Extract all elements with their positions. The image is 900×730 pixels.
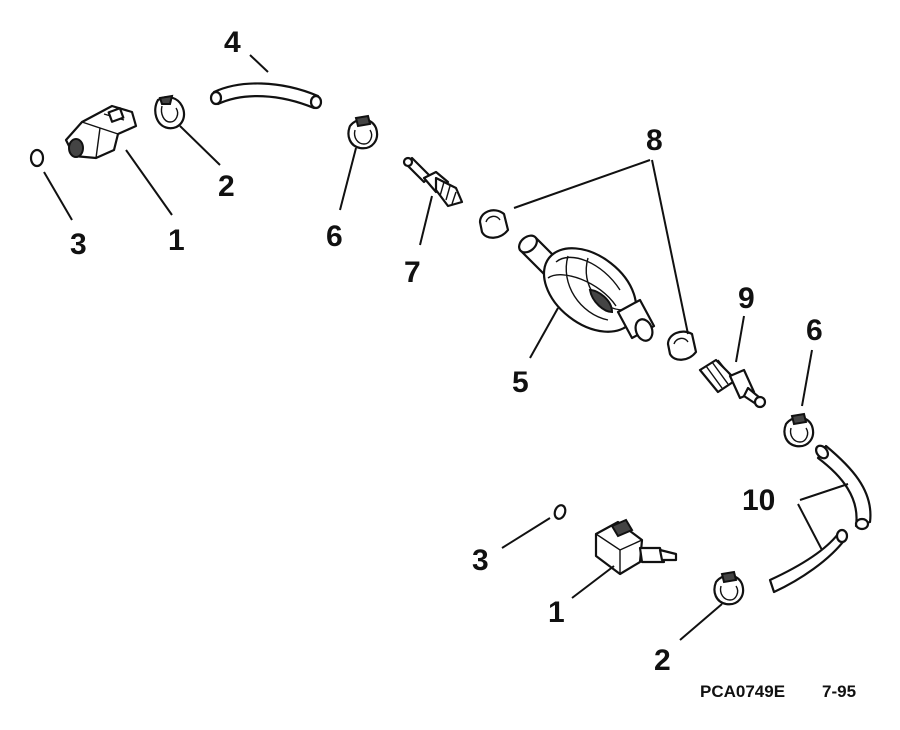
leader-line-1-upper [125,149,173,216]
leader-line-2-lower [679,603,723,641]
callout-6-upper: 6 [326,220,343,253]
hose-clamp-part-6-upper [347,114,379,150]
leader-line-3-upper [43,171,73,221]
callout-6-right: 6 [806,314,823,347]
o-ring-part-lower [553,504,567,520]
callout-1-lower: 1 [548,596,565,629]
leader-line-4 [249,54,269,73]
fuel-hose-part-right [768,444,872,594]
clip-part-lower [666,330,698,361]
leader-line-2-upper [179,125,221,166]
o-ring-part-upper [29,148,45,168]
callout-5: 5 [512,366,529,399]
callout-4: 4 [224,26,241,59]
callout-2-upper: 2 [218,170,235,203]
leader-line-8-a [513,159,651,209]
leader-line-6-right [801,349,813,407]
leader-line-1-lower [571,565,615,599]
callout-1-upper: 1 [168,224,185,257]
leader-line-6-upper [339,147,357,211]
leader-line-10-a [799,483,849,501]
diagram-date: 7-95 [822,682,856,701]
leader-line-3-lower [501,517,551,549]
leader-line-8-b [651,159,689,335]
callout-9: 9 [738,282,755,315]
hose-clamp-part-6-right [783,412,815,448]
leader-line-9 [735,315,745,363]
callout-3-upper: 3 [70,228,87,261]
callout-3-lower: 3 [472,544,489,577]
check-valve-part [402,156,464,208]
callout-8: 8 [646,124,663,157]
leader-line-5 [529,307,559,359]
callout-2-lower: 2 [654,644,671,677]
hose-clamp-part-upper [154,94,186,130]
hose-clamp-part-lower [713,570,745,606]
clip-part-upper [478,209,510,239]
leader-line-10-b [797,503,823,551]
connector-part-lower [594,518,678,576]
connector-part-upper [64,104,138,160]
hose-barb-fitting-part [698,358,767,409]
callout-7: 7 [404,256,421,289]
primer-bulb-part [518,234,656,342]
fuel-hose-part-upper [209,82,323,110]
leader-line-7 [419,195,433,246]
callout-10: 10 [742,484,775,517]
diagram-code: PCA0749E [700,682,785,701]
